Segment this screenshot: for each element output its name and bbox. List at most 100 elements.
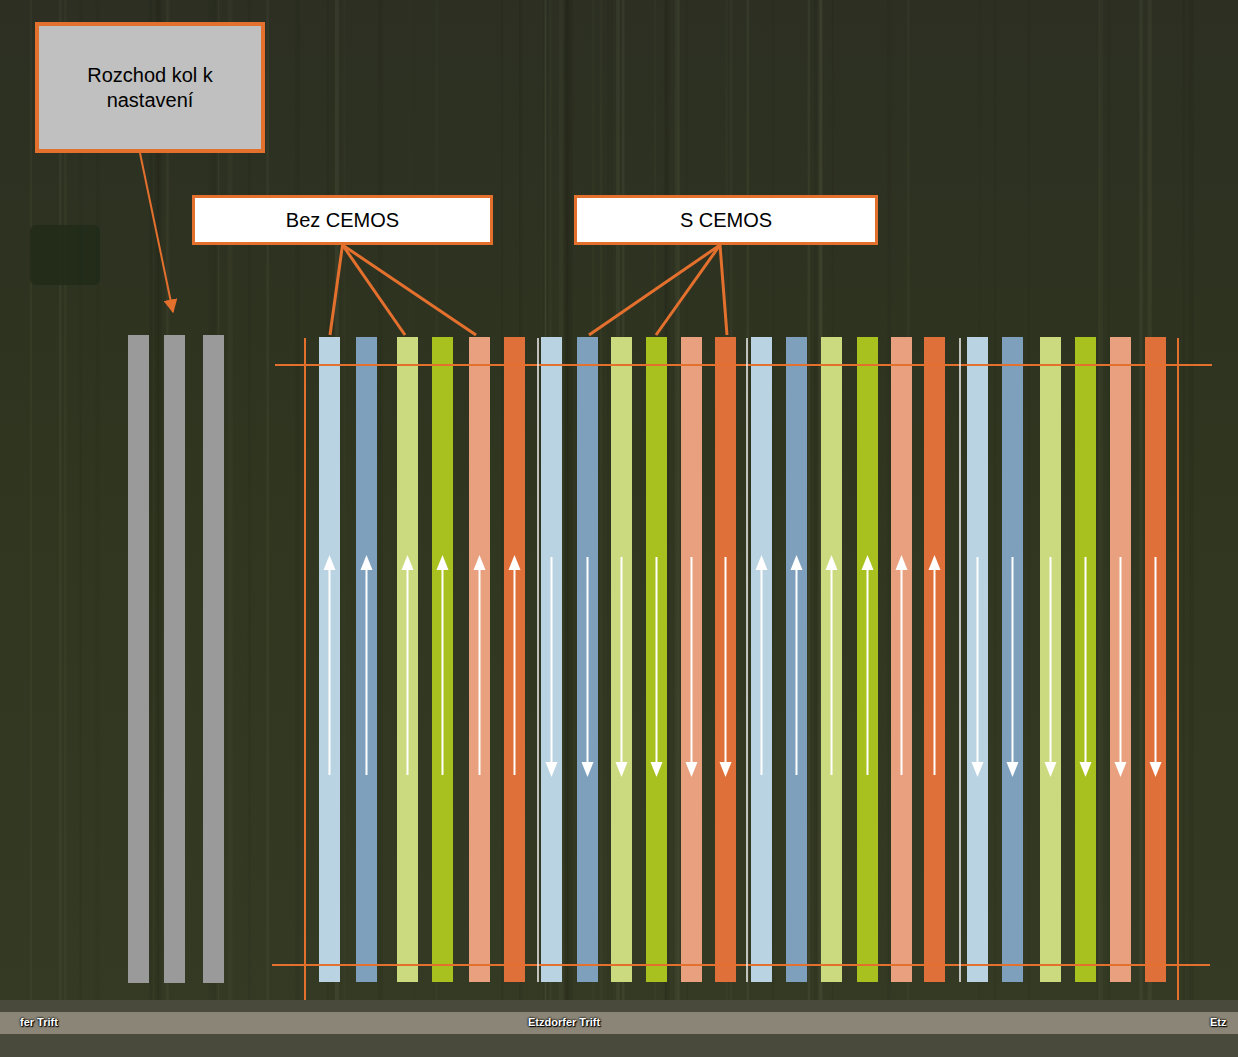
direction-arrow-head — [826, 555, 838, 570]
direction-arrow-shaft — [366, 567, 368, 775]
direction-arrow-head — [546, 762, 558, 777]
frame-line — [746, 338, 748, 982]
direction-arrow-shaft — [551, 557, 553, 765]
callout-box: Rozchod kol k nastavení — [35, 22, 265, 153]
direction-arrow-shaft — [691, 557, 693, 765]
direction-arrow-head — [651, 762, 663, 777]
direction-arrow-head — [616, 762, 628, 777]
field-streak — [814, 0, 815, 1000]
road-name: fer Trift — [20, 1016, 58, 1028]
field-streak — [607, 0, 610, 1000]
field-streak — [1098, 0, 1103, 1000]
field-streak — [30, 0, 32, 1000]
field-streak — [1139, 0, 1142, 1000]
callout-text: Rozchod kol k nastavení — [69, 63, 231, 113]
grey-strip — [128, 335, 149, 983]
leader-line — [343, 245, 477, 335]
direction-arrow-shaft — [1012, 557, 1014, 765]
callout-text: S CEMOS — [680, 208, 772, 233]
direction-arrow-shaft — [761, 567, 763, 775]
leader-line — [330, 245, 343, 335]
direction-arrow-shaft — [407, 567, 409, 775]
field-streak — [1183, 0, 1185, 1000]
trial-strip — [541, 337, 562, 982]
leader-line — [140, 153, 173, 312]
direction-arrow-shaft — [442, 567, 444, 775]
field-streak — [1188, 0, 1191, 1000]
trial-strip — [646, 337, 667, 982]
direction-arrow-shaft — [587, 557, 589, 765]
frame-line — [272, 964, 1210, 966]
field-streak — [1107, 0, 1110, 1000]
direction-arrow-shaft — [831, 567, 833, 775]
direction-arrow-shaft — [977, 557, 979, 765]
trial-strip — [967, 337, 988, 982]
direction-arrow-shaft — [514, 567, 516, 775]
leader-line — [720, 245, 727, 335]
trial-strip — [891, 337, 912, 982]
trial-strip — [469, 337, 490, 982]
direction-arrow-head — [437, 555, 449, 570]
trial-strip — [611, 337, 632, 982]
trial-strip — [715, 337, 736, 982]
trial-strip — [751, 337, 772, 982]
direction-arrow-head — [1080, 762, 1092, 777]
trial-strip — [432, 337, 453, 982]
direction-arrow-head — [862, 555, 874, 570]
trial-strip — [577, 337, 598, 982]
leader-line — [656, 245, 720, 335]
callout-box: S CEMOS — [574, 195, 878, 245]
field-streak — [1191, 0, 1194, 1000]
callout-box: Bez CEMOS — [192, 195, 493, 245]
direction-arrow-head — [1045, 762, 1057, 777]
road-verge — [0, 1000, 1238, 1057]
frame-line — [275, 364, 1212, 366]
direction-arrow-head — [474, 555, 486, 570]
direction-arrow-shaft — [1120, 557, 1122, 765]
road — [0, 1012, 1238, 1034]
field-streak — [568, 0, 573, 1000]
field-streak — [600, 0, 602, 1000]
trial-strip — [356, 337, 377, 982]
direction-arrow-shaft — [1155, 557, 1157, 765]
direction-arrow-head — [1007, 762, 1019, 777]
field-texture — [30, 0, 1194, 1000]
leader-line — [589, 245, 720, 335]
trial-strip — [1040, 337, 1061, 982]
direction-arrow-shaft — [1050, 557, 1052, 765]
direction-arrow-head — [972, 762, 984, 777]
direction-arrow-head — [896, 555, 908, 570]
frame-line — [304, 338, 306, 1000]
direction-arrow-shaft — [1085, 557, 1087, 765]
driving-arrows — [324, 555, 1162, 777]
direction-arrow-shaft — [867, 567, 869, 775]
direction-arrow-head — [509, 555, 521, 570]
frame-line — [1177, 338, 1179, 1000]
field-streak — [994, 0, 997, 1000]
direction-arrow-shaft — [621, 557, 623, 765]
grey-strips — [128, 335, 224, 983]
field-streak — [773, 0, 774, 1000]
trial-strip — [681, 337, 702, 982]
trial-strips — [319, 337, 1166, 982]
grey-strip — [203, 335, 224, 983]
direction-arrow-shaft — [479, 567, 481, 775]
direction-arrow-head — [720, 762, 732, 777]
field-streak — [501, 0, 503, 1000]
field-streak — [565, 0, 568, 1000]
trial-strip — [924, 337, 945, 982]
field-streak — [888, 0, 892, 1000]
direction-arrow-head — [791, 555, 803, 570]
plot-frame — [272, 338, 1212, 1000]
direction-arrow-head — [402, 555, 414, 570]
direction-arrow-shaft — [725, 557, 727, 765]
tree-patch — [30, 225, 100, 285]
field-streak — [808, 0, 811, 1000]
callout-text: Bez CEMOS — [286, 208, 399, 233]
road-name: Etzdorfer Trift — [528, 1016, 600, 1028]
direction-arrow-head — [686, 762, 698, 777]
direction-arrow-shaft — [934, 567, 936, 775]
